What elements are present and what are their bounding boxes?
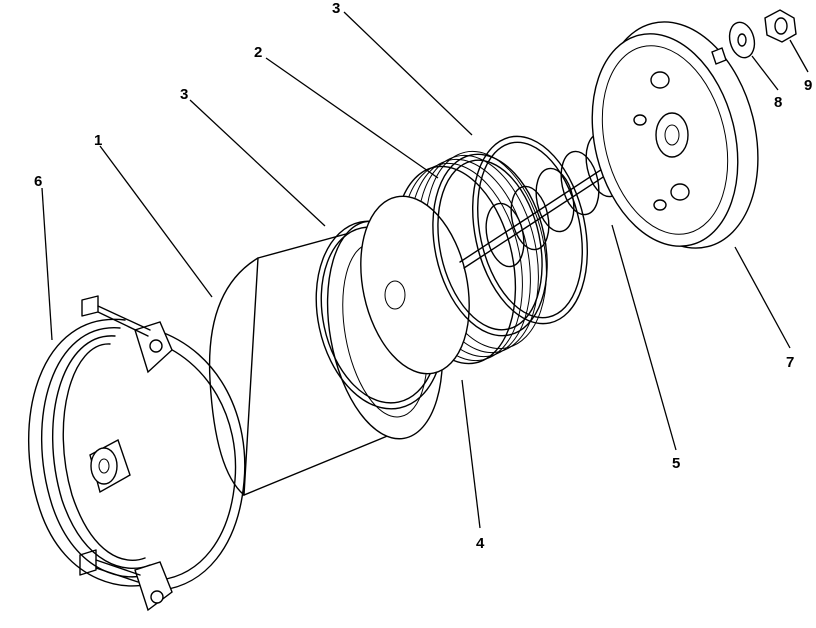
part-7-cover-plate xyxy=(591,21,759,249)
leader-7 xyxy=(734,246,791,349)
callout-labels: 1 2 3 3 4 5 6 7 8 9 xyxy=(34,0,812,552)
part-3-gasket-right xyxy=(471,135,589,325)
leader-lines xyxy=(41,11,809,529)
callout-3b: 3 xyxy=(332,0,340,17)
leader-3a xyxy=(189,99,326,227)
leader-1 xyxy=(99,145,213,298)
callout-8: 8 xyxy=(774,94,782,111)
part-2-gasket xyxy=(432,153,548,337)
part-6-band-clamp xyxy=(28,295,246,612)
part-4-filter-element xyxy=(360,150,547,375)
leader-8 xyxy=(751,55,779,91)
callout-1: 1 xyxy=(94,132,102,149)
leader-9 xyxy=(789,39,809,73)
leader-3b xyxy=(343,11,473,136)
callout-4: 4 xyxy=(476,535,485,552)
leader-6 xyxy=(41,187,53,341)
callout-3a: 3 xyxy=(180,86,188,103)
leader-2 xyxy=(265,57,439,179)
callout-5: 5 xyxy=(672,455,680,472)
callout-2: 2 xyxy=(254,44,262,61)
leader-4 xyxy=(461,379,481,529)
part-8-washer xyxy=(728,21,756,59)
part-9-nut xyxy=(764,9,797,43)
callout-9: 9 xyxy=(804,77,812,94)
callout-6: 6 xyxy=(34,173,42,190)
callout-7: 7 xyxy=(786,354,794,371)
leader-5 xyxy=(611,224,677,451)
